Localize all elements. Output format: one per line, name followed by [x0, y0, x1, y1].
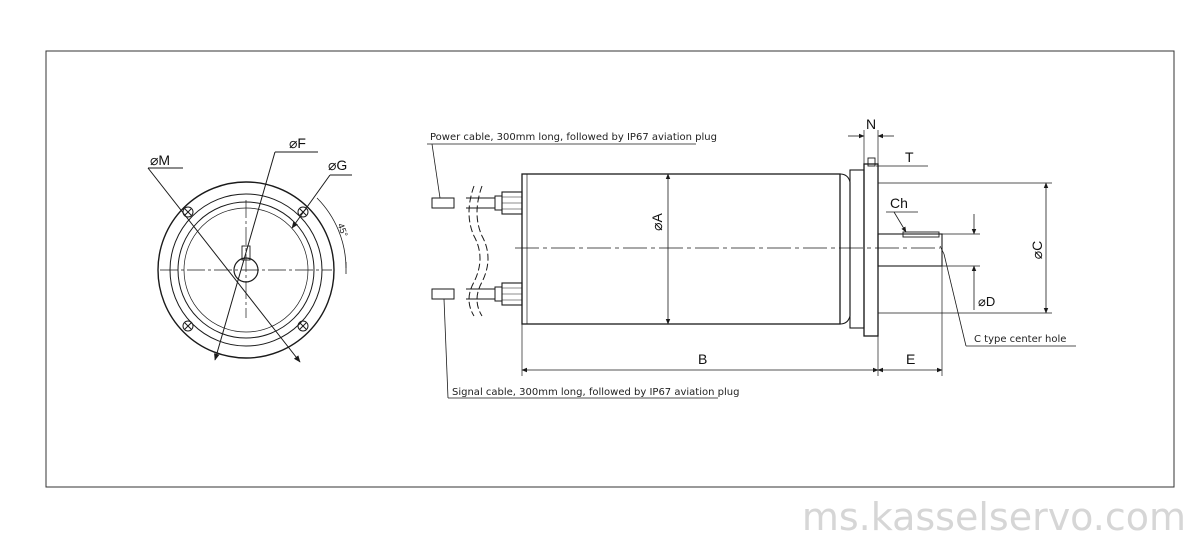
center-hole-leader	[943, 253, 967, 347]
signal-note-leader	[443, 298, 449, 399]
signal-cable-stub	[431, 288, 455, 300]
angle-label: 45°	[336, 222, 350, 239]
dim-n-label: N	[866, 116, 876, 132]
dim-e-label: E	[906, 351, 915, 367]
power-cable-gland	[466, 191, 523, 215]
mounting-flange	[863, 163, 879, 337]
bolt-hole	[297, 320, 309, 332]
flange-neck	[839, 173, 851, 325]
power-cable-note: Power cable, 300mm long, followed by IP6…	[430, 132, 717, 143]
side-view	[427, 130, 1076, 399]
dim-t-label: T	[905, 149, 914, 165]
power-cable-stub	[431, 197, 455, 209]
dim-ch-leader	[893, 211, 907, 233]
shaft-keyway	[902, 231, 940, 238]
bolt-hole	[297, 206, 309, 218]
dim-c-label: ⌀C	[1029, 241, 1045, 260]
center-hole-note: C type center hole	[974, 334, 1066, 345]
cable-break-line	[468, 185, 481, 317]
dim-ch-label: Ch	[890, 195, 908, 211]
flange-outer-circle	[157, 181, 335, 359]
dim-f-line	[214, 151, 276, 361]
center-hole-mark	[939, 245, 945, 255]
bolt-hole	[182, 320, 194, 332]
dim-g-line	[291, 174, 331, 229]
dim-m-label: ⌀M	[150, 152, 170, 168]
bolt-holes	[182, 206, 309, 332]
cable-break-line	[476, 185, 489, 317]
motor-body	[521, 173, 841, 325]
signal-cable-note: Signal cable, 300mm long, followed by IP…	[452, 387, 739, 398]
dim-a-label: ⌀A	[649, 212, 665, 230]
output-shaft	[877, 233, 943, 267]
flange-spigot	[867, 157, 876, 167]
signal-cable-gland	[466, 282, 523, 306]
watermark: ms.kasselservo.com	[802, 495, 1186, 539]
dim-f-label: ⌀F	[289, 135, 306, 151]
dim-d-label: ⌀D	[978, 294, 995, 309]
drawing-frame	[45, 50, 1175, 488]
dim-g-label: ⌀G	[328, 157, 347, 173]
dim-b-label: B	[698, 351, 707, 367]
flange-ring	[849, 169, 865, 329]
angle-arc	[316, 197, 347, 269]
dim-m-line	[147, 167, 301, 363]
front-view	[147, 151, 352, 363]
power-note-leader	[431, 143, 441, 199]
